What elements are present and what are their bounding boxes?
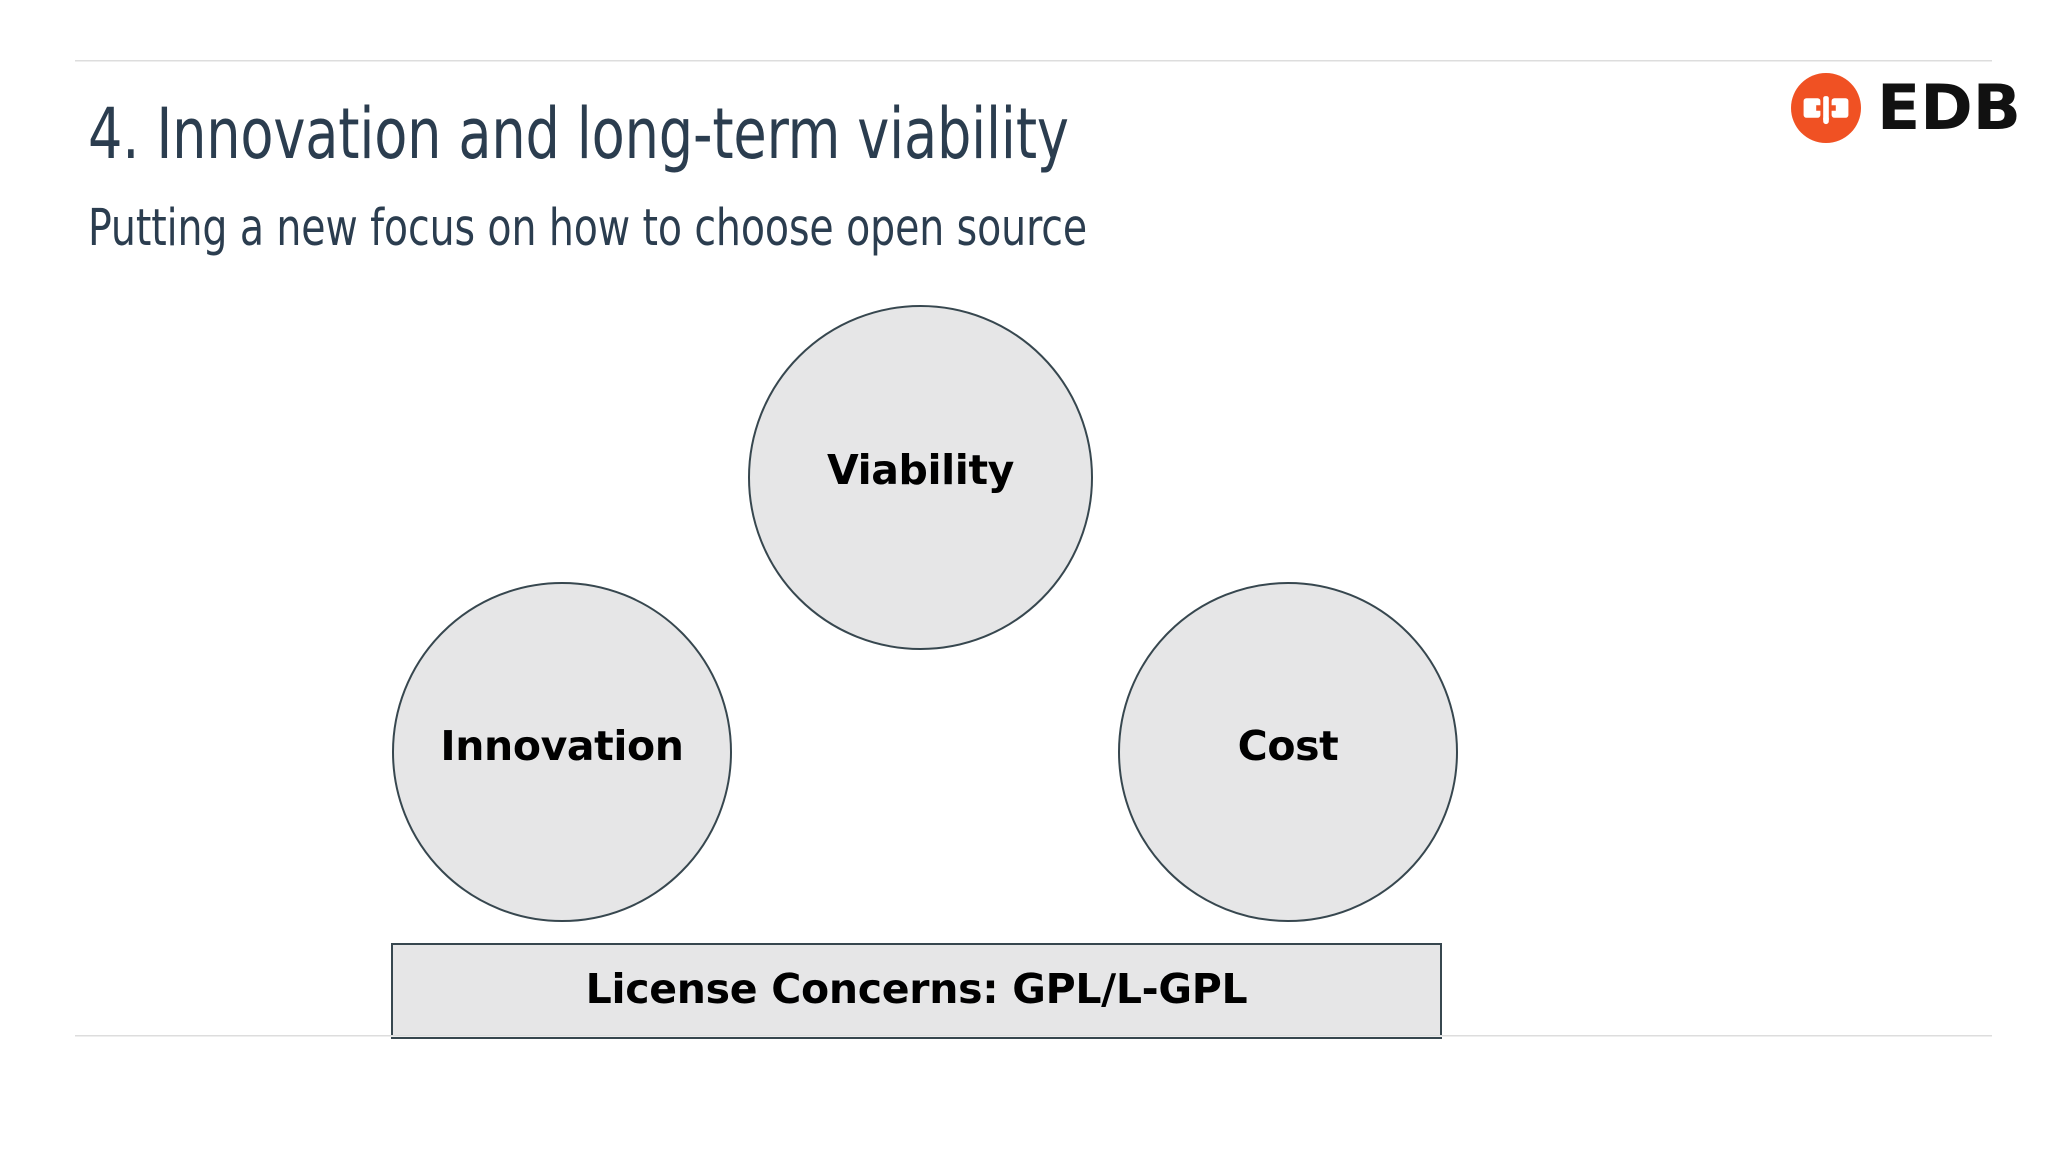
page-subtitle: Putting a new focus on how to choose ope… bbox=[88, 199, 1088, 258]
diagram-node-label: Innovation bbox=[440, 722, 684, 770]
diagram-node-cost: Cost bbox=[1118, 582, 1458, 922]
page-title: 4. Innovation and long-term viability bbox=[88, 93, 1069, 175]
diagram-node-innovation: Innovation bbox=[392, 582, 732, 922]
edb-wordmark: EDB bbox=[1876, 71, 2021, 144]
edb-logo: EDB bbox=[1790, 71, 2021, 144]
diagram-footer-bar-license-concerns: License Concerns: GPL/L-GPL bbox=[391, 943, 1442, 1039]
edb-elephant-mark-icon bbox=[1790, 73, 1861, 143]
diagram-node-label: Viability bbox=[827, 445, 1014, 494]
diagram-node-label: Cost bbox=[1237, 722, 1339, 770]
diagram-node-viability: Viability bbox=[748, 305, 1093, 650]
footer-divider-bottom bbox=[75, 1035, 1992, 1037]
diagram-footer-bar-label: License Concerns: GPL/L-GPL bbox=[585, 965, 1248, 1013]
header-divider-top bbox=[75, 60, 1992, 62]
